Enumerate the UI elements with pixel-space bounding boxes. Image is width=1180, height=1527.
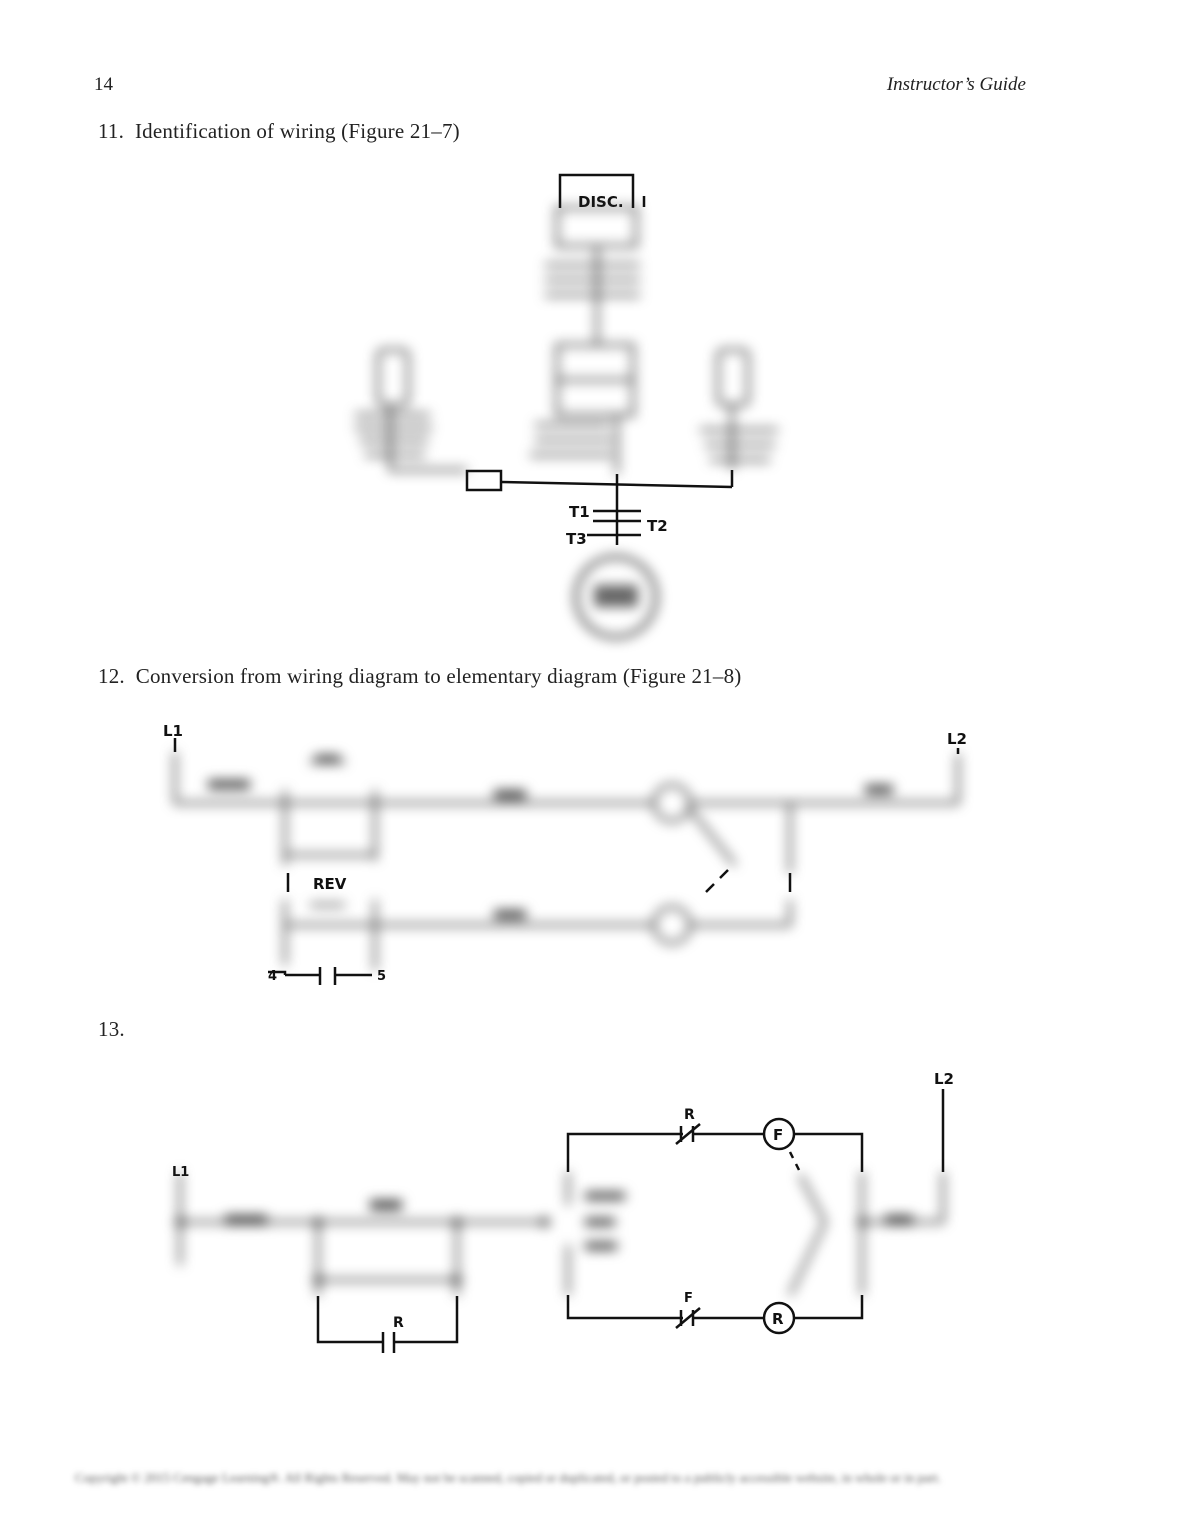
forward-coil	[762, 1117, 796, 1151]
forward-branch-right	[794, 1132, 864, 1172]
figure-13-obscured-region	[175, 1172, 945, 1296]
section-11-title: Identification of wiring (Figure 21–7)	[134, 119, 460, 143]
l2-label: L2	[947, 730, 967, 748]
l2-label: L2	[934, 1070, 954, 1088]
mech-interlock-dash-1	[788, 1151, 795, 1159]
reverse-coil	[762, 1301, 796, 1335]
section-11-heading: 11. Identification of wiring (Figure 21–…	[98, 119, 460, 144]
figure-21-7-obscured-region	[355, 206, 778, 639]
r-coil-label: R	[772, 1310, 784, 1328]
r-interlock-label: R	[684, 1107, 695, 1123]
figure-13-ladder-diagram: L2 R F R R F L1	[172, 1070, 954, 1353]
reverse-branch-left	[566, 1295, 683, 1320]
r-seal-right	[394, 1296, 459, 1344]
section-12-title: Conversion from wiring diagram to elemen…	[135, 664, 742, 688]
t1-label: T1	[569, 503, 590, 521]
figure-21-7-wiring-diagram: DISC. T1 T2 T3	[355, 173, 778, 639]
interlock-dash-1	[705, 883, 715, 893]
r-interlock-slash	[675, 1123, 701, 1145]
f-interlock-label: F	[684, 1291, 693, 1306]
mech-interlock-dash-2	[794, 1163, 801, 1171]
figure-21-8-elementary-diagram: L1 L2 REV 4 5	[163, 722, 967, 985]
reverse-branch-right	[794, 1295, 864, 1320]
junction-box	[465, 469, 503, 492]
r-seal-left	[316, 1296, 383, 1344]
f-coil-label: F	[773, 1126, 783, 1144]
node-5-label: 5	[377, 969, 386, 984]
running-head: Instructor’s Guide	[886, 74, 1026, 95]
section-12-number: 12.	[98, 664, 125, 688]
rev-label: REV	[313, 875, 347, 893]
f-interlock-slash	[675, 1307, 701, 1329]
t2-label: T2	[647, 517, 668, 535]
copyright-footer: Copyright © 2015 Cengage Learning®. All …	[75, 1470, 941, 1485]
seal-in-contact	[268, 967, 372, 985]
interlock-dash-2	[719, 869, 729, 879]
page-number: 14	[94, 74, 113, 95]
node-4-label: 4	[268, 969, 277, 984]
figure-21-8-obscured-region	[173, 752, 960, 970]
t3-label: T3	[566, 530, 587, 548]
disconnect-box	[558, 173, 635, 208]
section-13-heading: 13.	[98, 1017, 125, 1042]
section-11-number: 11.	[98, 119, 125, 143]
section-12-heading: 12. Conversion from wiring diagram to el…	[98, 664, 741, 689]
r-seal-label: R	[393, 1315, 404, 1331]
forward-branch-left	[566, 1132, 683, 1172]
section-13-number: 13.	[98, 1017, 125, 1041]
l1-label: L1	[163, 722, 183, 740]
